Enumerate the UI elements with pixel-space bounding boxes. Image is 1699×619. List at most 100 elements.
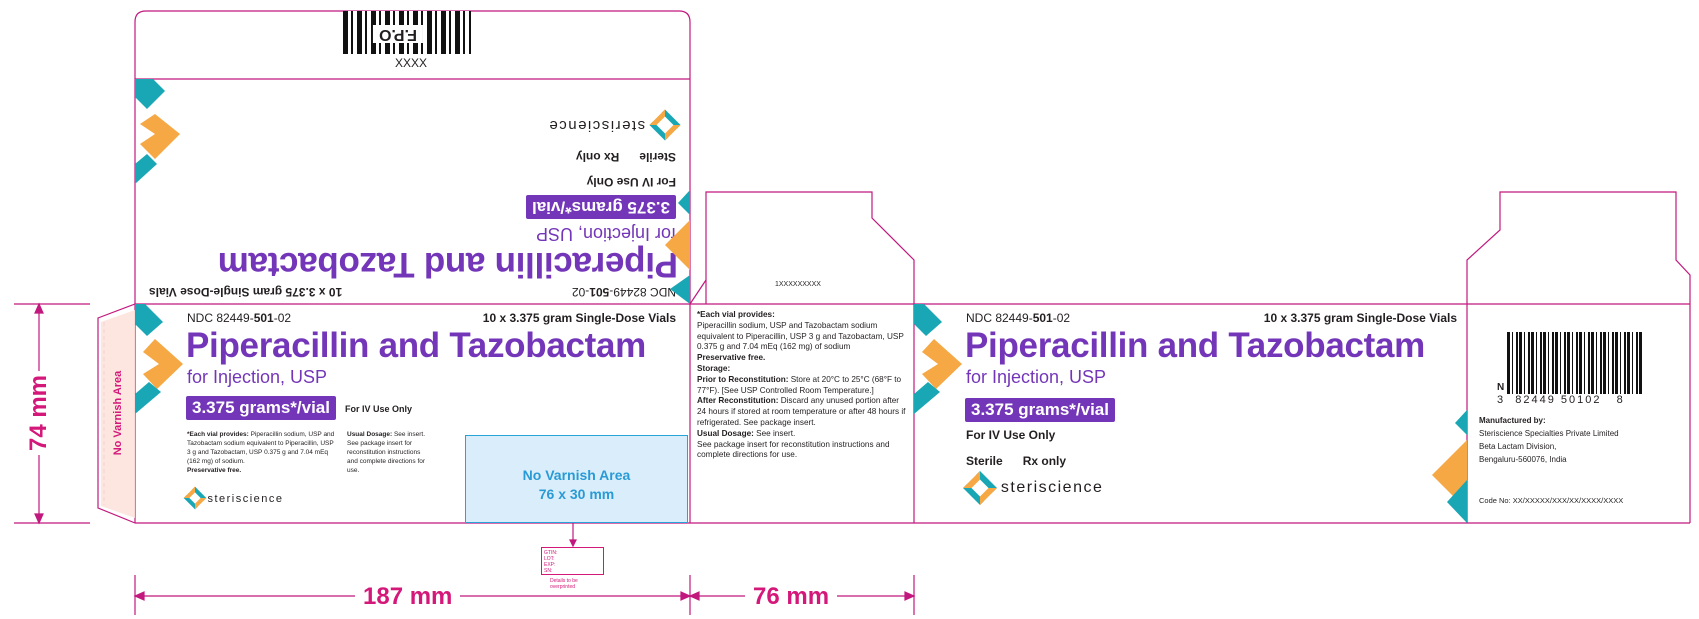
left-small-usual-text: See insert. See package insert for recon… <box>347 431 426 474</box>
side-after-label: After Reconstitution: <box>697 396 779 406</box>
sterile: Sterile <box>966 454 1003 468</box>
no-varnish: No Varnish Area <box>522 467 631 483</box>
decor: Usual Dosage: See insert. See package in… <box>347 430 432 475</box>
stamp-exp: EXP: <box>544 562 556 568</box>
brand-logo: steriscience <box>547 109 681 141</box>
pack: 10 x 3.375 gram Single-Dose Vials <box>1263 311 1457 325</box>
decor <box>101 310 135 518</box>
decor <box>97 303 136 524</box>
decor: GTIN:LOT:EXP:SN: <box>544 550 562 574</box>
decor-icon <box>1432 410 1467 523</box>
fpo-barcode: F.P.O <box>343 11 471 54</box>
decor: *Each vial provides: Piperacillin sodium… <box>187 430 337 475</box>
decor <box>135 154 157 184</box>
decor <box>665 220 690 270</box>
decor: Sterile Rx only <box>576 150 676 164</box>
decor: Usual Dosage: See insert. <box>697 429 907 440</box>
decor-icon <box>914 304 962 414</box>
side-storage: Storage: <box>697 363 731 373</box>
ndc-bold: 501 <box>253 311 274 325</box>
barcode-mid: 82449 50102 <box>1515 394 1602 406</box>
decor <box>135 304 163 336</box>
decor <box>34 513 44 525</box>
mfr-l2: Beta Lactam Division, <box>1479 442 1557 451</box>
title: Piperacillin and Tazobactam <box>965 326 1425 365</box>
rx: Rx only <box>575 150 620 164</box>
decor <box>133 591 145 601</box>
side-pf: Preservative free. <box>697 353 766 363</box>
left-small-usual-label: Usual Dosage: <box>347 431 393 438</box>
ndc-barcode <box>1507 332 1642 397</box>
side-usual-more: See package insert for reconstitution in… <box>697 439 890 460</box>
decor <box>680 591 692 601</box>
decor <box>678 190 690 215</box>
side-panel-text: *Each vial provides: Piperacillin sodium… <box>697 310 907 461</box>
decor: Sterile Rx only <box>966 454 1066 468</box>
decor <box>670 275 690 304</box>
ndc-bold: 501 <box>589 285 610 299</box>
side-dimension: 76 mm <box>745 583 838 611</box>
subtitle: for Injection, USP <box>966 367 1107 387</box>
code: Code No: XX/XXXXX/XXX/XX/XXXX/XXXX <box>1479 496 1624 505</box>
ndc-prefix: NDC 82449- <box>187 311 254 325</box>
decor: Prior to Reconstitution: Store at 20°C t… <box>697 375 907 397</box>
decor <box>705 191 915 304</box>
ndc-prefix: NDC 82449- <box>966 311 1033 325</box>
side-after-text: Discard any unused portion after 24 hour… <box>697 396 906 427</box>
stamp-gtin: GTIN: <box>544 550 558 556</box>
decor <box>1455 410 1467 435</box>
barcode-last: 8 <box>1616 394 1625 406</box>
front-panel-right: NDC 82449-501-02 10 x 3.375 gram Single-… <box>914 304 1467 523</box>
decor-icon <box>135 79 180 184</box>
side-prior-text: Store at 20°C to 25°C (68°F to 77°F). [S… <box>697 374 902 395</box>
left-small-each-label: *Each vial provides: <box>187 431 249 438</box>
strength: 3.375 grams*/vial <box>965 398 1115 422</box>
side-each-text: Piperacillin sodium, USP and Tazobactam … <box>697 320 904 352</box>
barcode-n: N <box>1497 382 1505 393</box>
stamp-note: Details to be overprinted <box>550 578 578 590</box>
stamp-sn: SN: <box>544 568 553 574</box>
brand-logo: steriscience <box>183 486 284 510</box>
left-small-pf: Preservative free. <box>187 467 242 474</box>
decor: 3 82449 50102 8 <box>1497 394 1657 406</box>
strength-badge: 3.375 grams*/vial <box>186 396 336 420</box>
side-usual-label: Usual Dosage: <box>697 428 754 438</box>
ndc-suffix: -02 <box>571 285 590 299</box>
product-title: Piperacillin and Tazobactam <box>186 326 646 365</box>
top-panel-inverted: NDC 82449-501-02 10 x 3.375 gram Single-… <box>135 79 690 304</box>
decor <box>963 471 997 505</box>
brand: steriscience <box>1000 479 1104 497</box>
ndc-bold: 501 <box>1032 311 1053 325</box>
barcode-first: 3 <box>1497 394 1506 406</box>
overprint-stamp: GTIN:LOT:EXP:SN: Details to be overprinte… <box>541 547 604 590</box>
brand: steriscience <box>547 116 646 134</box>
decor <box>688 591 700 601</box>
side-prior-label: Prior to Reconstitution: <box>697 374 789 384</box>
decor <box>922 339 962 389</box>
rx: Rx only <box>1022 454 1067 468</box>
decor <box>34 302 44 314</box>
ndc-suffix: -02 <box>273 311 292 325</box>
sterile: Sterile <box>639 150 676 164</box>
ndc-suffix: -02 <box>1052 311 1071 325</box>
decor <box>914 304 942 336</box>
left-small-each-text: Piperacillin sodium, USP and Tazobactam … <box>187 431 335 465</box>
decor <box>143 339 183 389</box>
decor <box>97 10 1691 524</box>
decor <box>140 114 180 159</box>
decor <box>183 486 207 510</box>
decor-icon <box>665 190 690 304</box>
mfr-l1: Steriscience Specialties Private Limited <box>1479 429 1619 438</box>
front-panel-left: NDC 82449-501-02 10 x 3.375 gram Single-… <box>135 304 690 523</box>
decor <box>1466 191 1691 304</box>
decor <box>1447 480 1467 523</box>
width-dimension: 187 mm <box>355 583 461 611</box>
decor <box>649 109 681 141</box>
side-each-label: *Each vial provides: <box>697 310 775 319</box>
decor: NDC 82449-501-02 <box>966 311 1070 325</box>
pack: 10 x 3.375 gram Single-Dose Vials <box>482 311 676 325</box>
barcode-panel: N 3 82449 50102 8 Manufactured by:Steris… <box>1467 304 1690 523</box>
tuck-code: 1XXXXXXXXX <box>775 281 821 288</box>
